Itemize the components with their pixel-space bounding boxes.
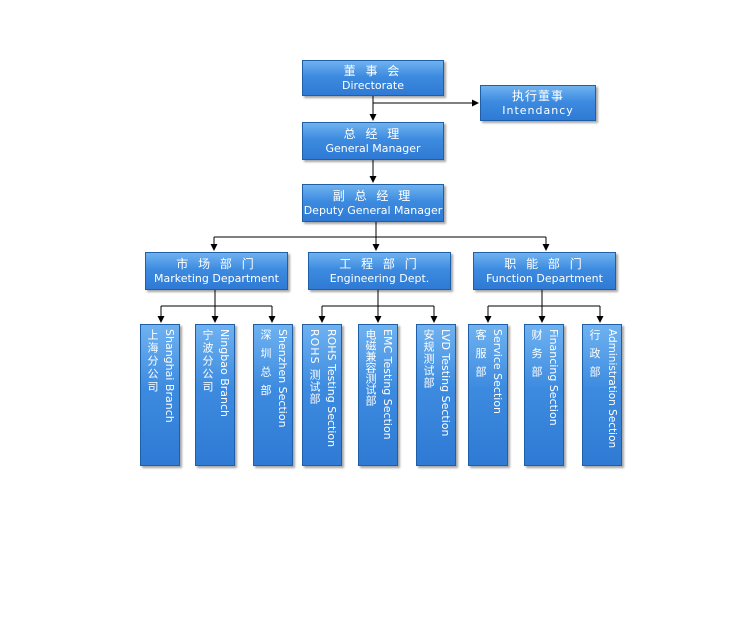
intendancy-zh: 执行董事 <box>511 88 564 103</box>
service-section-box: Service Section 客 服 部 <box>468 324 508 466</box>
section-label-zh: 电磁兼容测试部 <box>364 329 377 406</box>
directorate-zh: 董 事 会 <box>343 63 403 78</box>
section-label-en: Administration Section <box>606 329 618 449</box>
deputy-gm-box: 副 总 经 理 Deputy General Manager <box>302 184 444 222</box>
shanghai-branch-box: Shanghai Branch 上海分公司 <box>140 324 180 466</box>
section-label-zh: 安规测试部 <box>422 329 435 389</box>
section-label-zh: 财 务 部 <box>530 329 543 379</box>
rohs-testing-box: ROHS Testing Section ROHS 测试部 <box>302 324 342 466</box>
section-label-zh: 宁波分公司 <box>201 329 214 394</box>
marketing-dept-zh: 市 场 部 门 <box>176 256 257 271</box>
directorate-en: Directorate <box>341 78 404 92</box>
emc-testing-box: EMC Testing Section 电磁兼容测试部 <box>358 324 398 466</box>
general-manager-box: 总 经 理 General Manager <box>302 122 444 160</box>
marketing-dept-box: 市 场 部 门 Marketing Department <box>145 252 288 290</box>
section-label-zh: 行 政 部 <box>588 329 601 379</box>
function-dept-en: Function Department <box>486 271 603 285</box>
section-label-zh: ROHS 测试部 <box>308 329 321 406</box>
deputy-gm-en: Deputy General Manager <box>303 203 443 217</box>
intendancy-box: 执行董事 Intendancy <box>480 85 596 121</box>
section-label-en: EMC Testing Section <box>381 329 394 440</box>
section-label-zh: 上海分公司 <box>146 329 159 394</box>
engineering-dept-en: Engineering Dept. <box>329 271 430 285</box>
directorate-box: 董 事 会 Directorate <box>302 60 444 96</box>
section-label-en: ROHS Testing Section <box>325 329 338 448</box>
ningbao-branch-box: Ningbao Branch 宁波分公司 <box>195 324 235 466</box>
section-label-en: Financing Section <box>547 329 560 426</box>
administration-section-box: Administration Section 行 政 部 <box>582 324 622 466</box>
section-label-en: Shenzhen Section <box>276 329 289 428</box>
section-label-en: Service Section <box>491 329 504 415</box>
section-label-en: LVD Testing Section <box>439 329 452 437</box>
intendancy-en: Intendancy <box>502 103 574 117</box>
financing-section-box: Financing Section 财 务 部 <box>524 324 564 466</box>
engineering-dept-box: 工 程 部 门 Engineering Dept. <box>308 252 451 290</box>
section-label-zh: 深 圳 总 部 <box>259 329 272 398</box>
general-manager-en: General Manager <box>325 141 421 155</box>
lvd-testing-box: LVD Testing Section 安规测试部 <box>416 324 456 466</box>
section-label-en: Shanghai Branch <box>163 329 176 423</box>
function-dept-zh: 职 能 部 门 <box>504 256 585 271</box>
deputy-gm-zh: 副 总 经 理 <box>332 188 414 203</box>
engineering-dept-zh: 工 程 部 门 <box>339 256 420 271</box>
general-manager-zh: 总 经 理 <box>343 126 403 141</box>
section-label-en: Ningbao Branch <box>218 329 231 417</box>
marketing-dept-en: Marketing Department <box>154 271 279 285</box>
shenzhen-section-box: Shenzhen Section 深 圳 总 部 <box>253 324 293 466</box>
function-dept-box: 职 能 部 门 Function Department <box>473 252 616 290</box>
section-label-zh: 客 服 部 <box>474 329 487 379</box>
